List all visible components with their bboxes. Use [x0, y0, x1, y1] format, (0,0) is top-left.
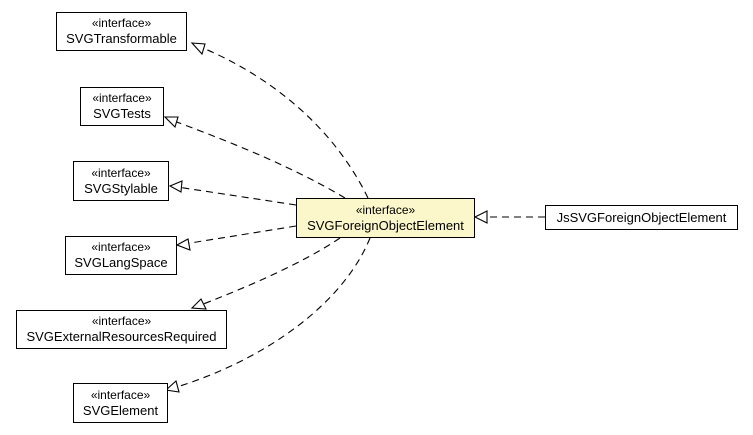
stereotype-label: «interface»: [92, 91, 152, 105]
class-name: SVGExternalResourcesRequired: [26, 329, 217, 344]
class-name: JsSVGForeignObjectElement: [556, 209, 727, 225]
class-name: SVGForeignObjectElement: [307, 217, 464, 233]
class-svg-foreign-object-element[interactable]: «interface» SVGForeignObjectElement: [296, 198, 475, 238]
edge-foreignobject-to-langspace: [177, 225, 297, 246]
stereotype-label: «interface»: [91, 16, 152, 30]
realization-arrowheads: [163, 42, 488, 393]
class-svg-transformable[interactable]: «interface» SVGTransformable: [56, 12, 187, 51]
edge-foreignobject-to-element: [166, 237, 371, 391]
arrowhead-tests: [163, 116, 179, 129]
edge-foreignobject-to-transformable: [192, 43, 369, 199]
class-svg-lang-space[interactable]: «interface» SVGLangSpace: [65, 236, 177, 275]
class-svg-external-resources-required[interactable]: «interface» SVGExternalResourcesRequired: [16, 310, 227, 349]
stereotype-label: «interface»: [355, 202, 416, 217]
arrowhead-langspace: [175, 238, 191, 251]
stereotype-label: «interface»: [91, 165, 151, 180]
class-name: SVGElement: [82, 402, 159, 418]
class-svg-stylable[interactable]: «interface» SVGStylable: [73, 161, 169, 201]
class-name: SVGLangSpace: [74, 255, 168, 270]
stereotype-label: «interface»: [91, 240, 151, 254]
class-name: SVGTests: [93, 106, 151, 121]
arrowhead-externalresources: [190, 298, 207, 310]
arrowhead-stylable: [168, 180, 183, 193]
stereotype-label: «interface»: [91, 314, 152, 328]
class-name: SVGTransformable: [66, 31, 177, 46]
stereotype-label: «interface»: [90, 387, 151, 402]
edge-foreignobject-to-externalresources: [192, 237, 341, 309]
arrowhead-transformable: [190, 42, 206, 56]
class-name: SVGStylable: [84, 180, 158, 196]
class-js-svg-foreign-object-element[interactable]: JsSVGForeignObjectElement: [545, 205, 738, 230]
class-svg-element[interactable]: «interface» SVGElement: [73, 383, 168, 423]
arrowhead-element: [164, 379, 180, 393]
class-svg-tests[interactable]: «interface» SVGTests: [80, 87, 164, 126]
arrowhead-js: [473, 210, 488, 224]
edge-foreignobject-to-stylable: [170, 185, 297, 206]
edge-foreignobject-to-tests: [165, 117, 346, 199]
